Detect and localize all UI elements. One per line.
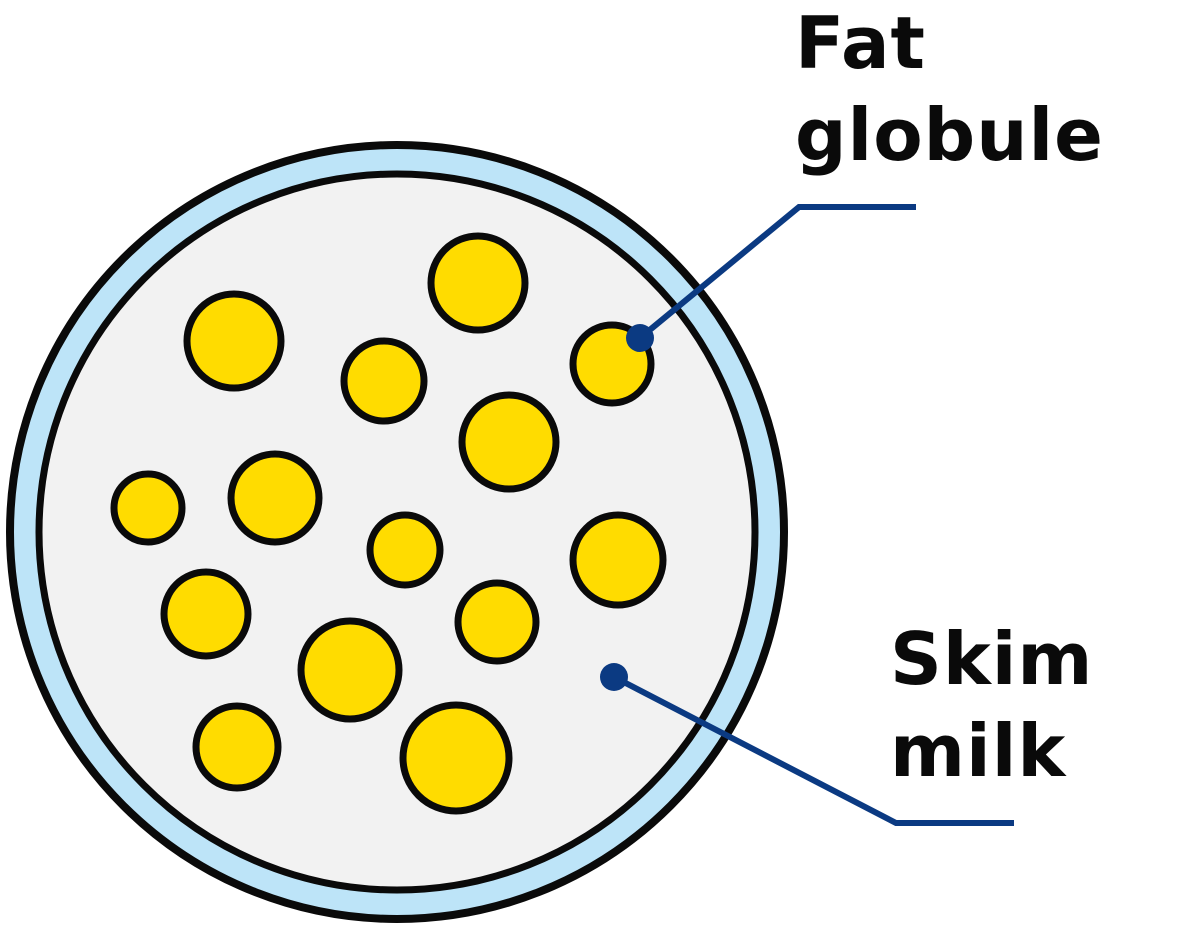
fat-globule [399, 701, 513, 815]
fat-globule-label: Fat globule [795, 0, 1104, 181]
fat-globule-leader-line [638, 204, 916, 341]
fat-globule [366, 511, 444, 589]
fat-globule [183, 290, 285, 392]
skim-milk-label-line2: milk [890, 709, 1067, 793]
fat-globules [110, 232, 667, 815]
skim-milk-leader-dot [600, 663, 628, 691]
skim-milk-label-line1: Skim [890, 617, 1094, 701]
fat-globule-label-line1: Fat [795, 1, 926, 85]
fat-globule [454, 579, 540, 665]
fat-globule-leader-dot [626, 324, 654, 352]
fat-globule [192, 702, 282, 792]
fat-globule [110, 470, 186, 546]
fat-globule [297, 617, 403, 723]
fat-globule [569, 511, 667, 609]
fat-globule [340, 337, 428, 425]
fat-globule [458, 391, 560, 493]
fat-globule [160, 568, 252, 660]
fat-globule [227, 450, 323, 546]
skim-milk-label: Skim milk [890, 613, 1093, 797]
fat-globule [427, 232, 529, 334]
fat-globule-label-line2: globule [795, 93, 1104, 177]
skim-milk-leader-line [612, 674, 1014, 826]
